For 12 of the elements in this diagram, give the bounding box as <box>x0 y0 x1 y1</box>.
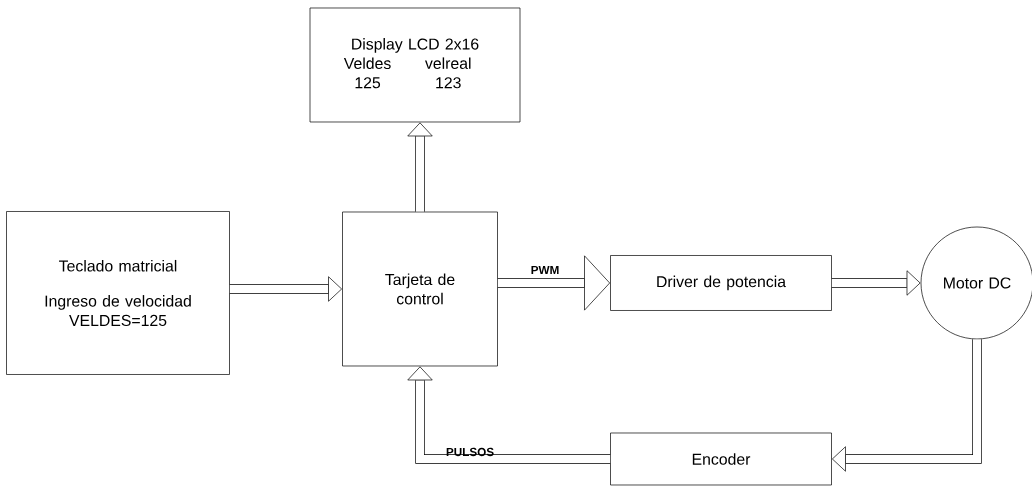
block-box: Teclado matricial Ingreso de velocidad VELDES=125 <box>6 211 230 375</box>
block-arrow <box>497 255 610 311</box>
block-arrow <box>831 270 921 296</box>
block-arrow <box>407 122 433 212</box>
edge-label: PWM <box>531 265 559 274</box>
block-box: Driver de potencia <box>610 255 832 311</box>
block-arrow <box>229 276 342 302</box>
display-box: Display LCD 2x16 Veldes velreal 125 123 <box>309 7 521 123</box>
block-box: Encoder <box>610 432 832 486</box>
block-box: Tarjeta de control <box>342 211 498 367</box>
block-arrow <box>832 339 982 472</box>
block-arrow <box>407 366 611 464</box>
